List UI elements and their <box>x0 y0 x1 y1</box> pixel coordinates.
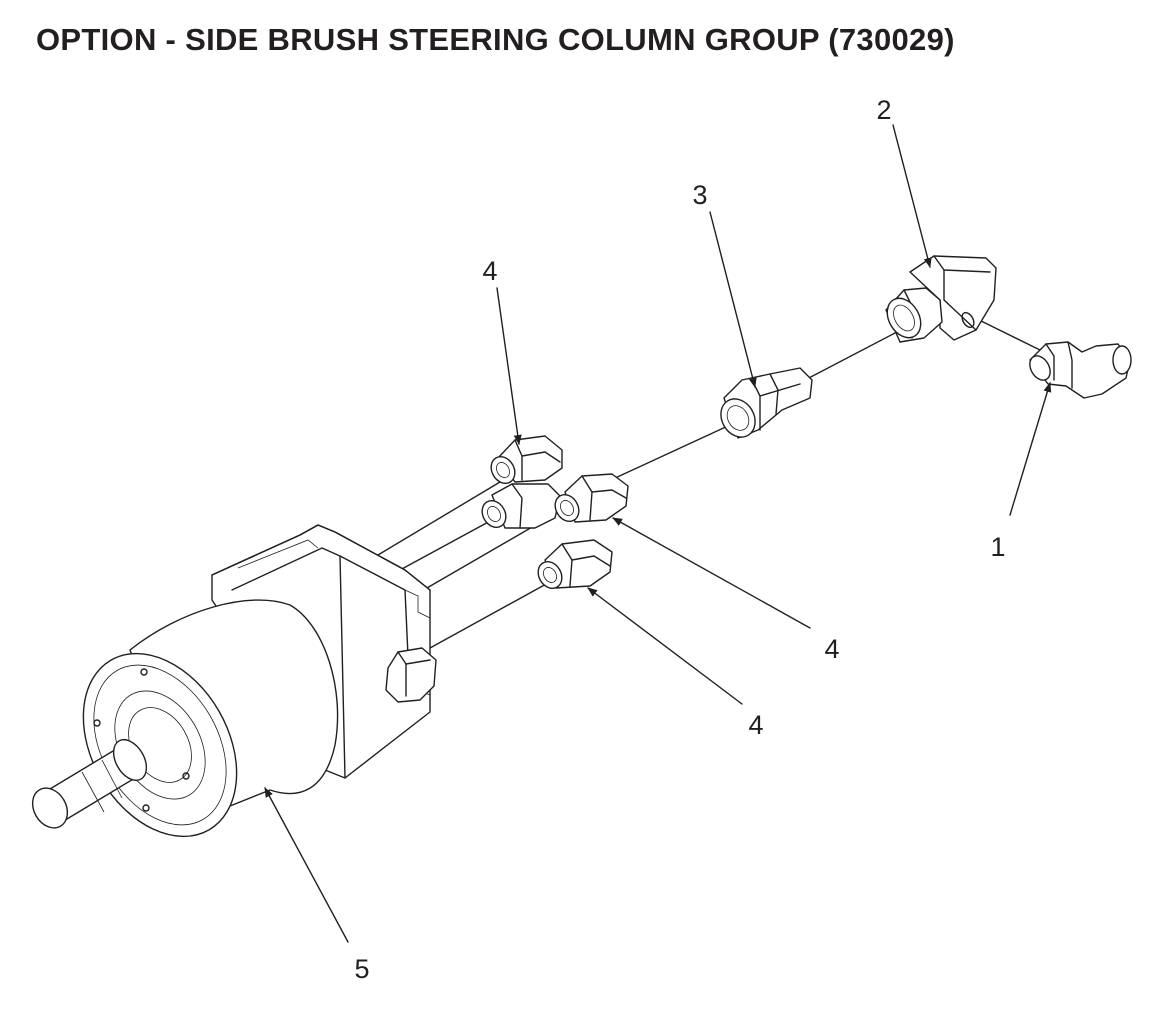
part-5-steering-valve <box>31 524 437 838</box>
callout-4-bottom: 4 <box>748 710 763 740</box>
part-4-fitting-middle <box>554 473 629 523</box>
callout-4-top: 4 <box>482 256 497 286</box>
assembly-lines <box>377 317 1041 649</box>
part-4-fitting-top <box>481 435 563 529</box>
part-1-elbow <box>1029 341 1132 399</box>
part-3-swivel-adapter <box>720 367 813 439</box>
callout-5: 5 <box>354 954 369 984</box>
leader-lines <box>264 124 1052 943</box>
callout-4-middle: 4 <box>824 634 839 664</box>
part-2-tee <box>885 255 997 343</box>
callout-2: 2 <box>876 95 891 125</box>
callout-3: 3 <box>692 180 707 210</box>
page-title: OPTION - SIDE BRUSH STEERING COLUMN GROU… <box>36 22 955 57</box>
callout-1: 1 <box>990 532 1005 562</box>
part-4-fitting-bottom <box>537 539 613 590</box>
